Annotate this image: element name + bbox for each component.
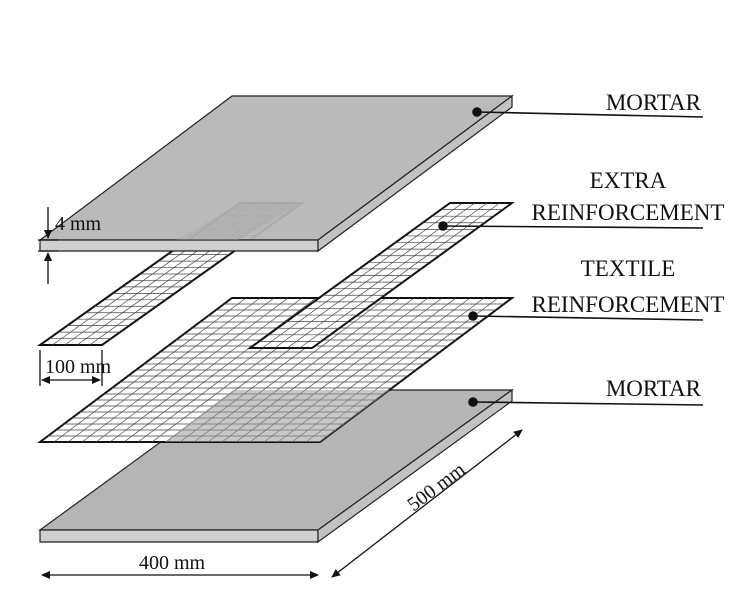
label-textile-line1: TEXTILE	[581, 256, 676, 281]
label-extra-line2: REINFORCEMENT	[532, 200, 725, 225]
mortar-top-slab	[38, 94, 514, 253]
dimension-width-label: 400 mm	[139, 552, 206, 574]
label-mortar-top: MORTAR	[606, 90, 702, 115]
leader-lines	[438, 107, 704, 407]
label-mortar-bottom: MORTAR	[606, 376, 702, 401]
dimension-thickness	[38, 207, 58, 284]
dimension-thickness-label: 4 mm	[55, 213, 102, 235]
dimension-strip-width-label: 100 mm	[45, 356, 112, 378]
dimension-strip-width	[39, 350, 103, 386]
textile-reinforcement-grid	[37, 297, 515, 443]
label-extra-line1: EXTRA	[590, 168, 667, 193]
dimension-depth	[331, 429, 523, 578]
label-textile-line2: REINFORCEMENT	[532, 292, 725, 317]
